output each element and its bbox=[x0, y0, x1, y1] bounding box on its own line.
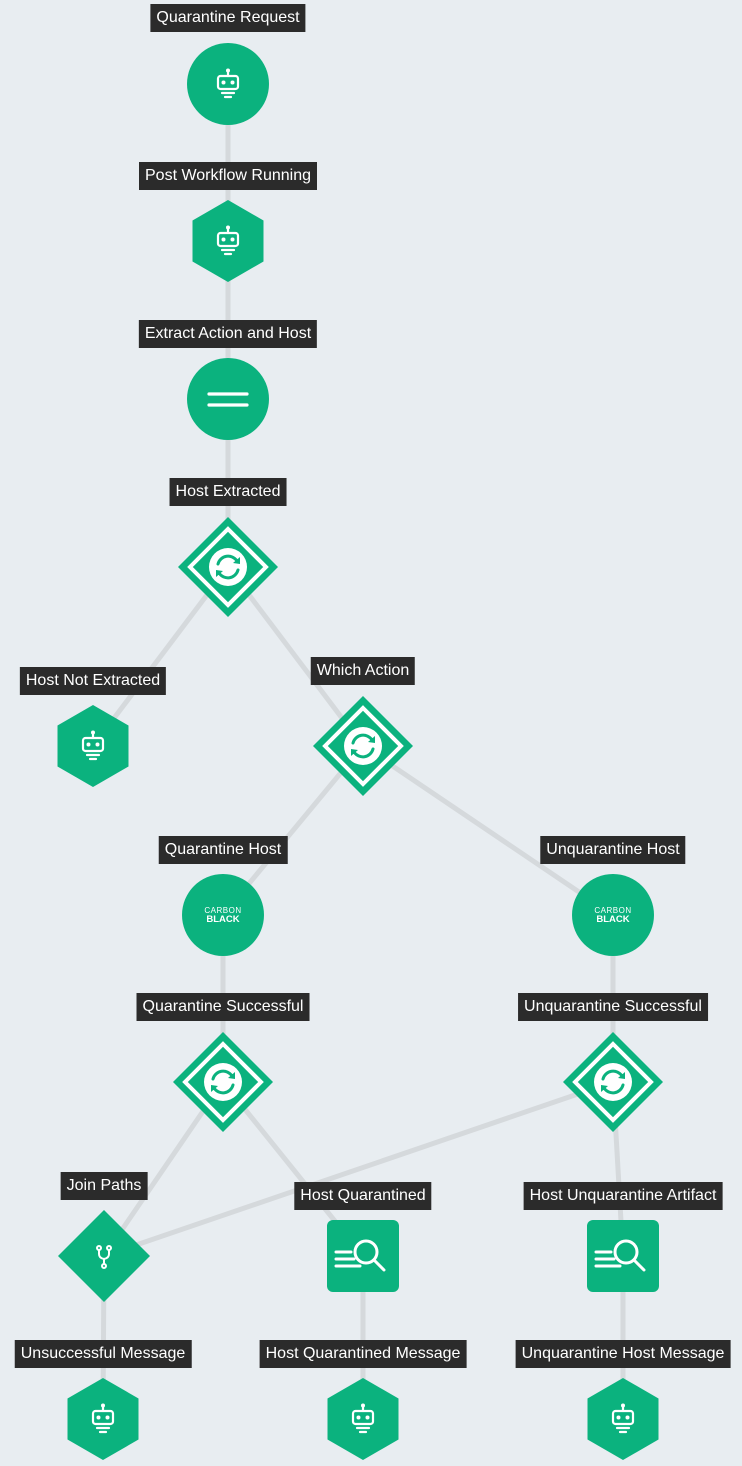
diamond-inner-outline bbox=[322, 705, 404, 787]
label-quarantine-request: Quarantine Request bbox=[150, 4, 306, 32]
node-unquarantine-host-message[interactable] bbox=[587, 1378, 659, 1460]
edge-which-action-to-unquarantine-host bbox=[360, 743, 616, 918]
robot-icon bbox=[351, 1403, 375, 1434]
node-shape bbox=[58, 1210, 150, 1302]
node-host-unquarantine-artifact[interactable] bbox=[587, 1220, 659, 1292]
label-join-paths: Join Paths bbox=[60, 1172, 148, 1200]
node-shape bbox=[187, 358, 269, 440]
refresh-icon bbox=[209, 548, 247, 586]
node-quarantine-request[interactable] bbox=[187, 43, 269, 125]
label-unquarantine-successful: Unquarantine Successful bbox=[518, 993, 708, 1021]
label-unquarantine-host-message: Unquarantine Host Message bbox=[515, 1340, 731, 1368]
diamond-inner-outline bbox=[182, 1041, 264, 1123]
edge-host-extracted-to-which-action bbox=[225, 564, 366, 749]
node-join-paths[interactable] bbox=[58, 1210, 150, 1302]
label-post-workflow-running: Post Workflow Running bbox=[139, 162, 317, 190]
edge-host-extracted-to-host-not-extracted bbox=[90, 564, 231, 749]
refresh-icon bbox=[344, 727, 382, 765]
carbon-logo-text-bottom: BLACK bbox=[596, 914, 629, 925]
diamond-inner-outline bbox=[572, 1041, 654, 1123]
label-quarantine-successful: Quarantine Successful bbox=[136, 993, 310, 1021]
carbon-logo-text-top: CARBON bbox=[594, 906, 631, 915]
node-shape bbox=[187, 43, 269, 125]
node-extract-action-and-host[interactable] bbox=[187, 358, 269, 440]
merge-icon bbox=[96, 1245, 112, 1269]
carbon-logo-text-top: CARBON bbox=[204, 906, 241, 915]
search-icon bbox=[334, 1239, 386, 1272]
node-shape bbox=[587, 1220, 659, 1292]
edge-unquarantine-successful-to-join-paths bbox=[101, 1079, 616, 1259]
node-shape bbox=[572, 874, 654, 956]
node-unquarantine-successful[interactable] bbox=[563, 1032, 663, 1132]
carbon-logo-text-bottom: BLACK bbox=[206, 914, 239, 925]
node-post-workflow-running[interactable] bbox=[192, 200, 264, 282]
search-icon bbox=[594, 1239, 646, 1272]
label-unquarantine-host: Unquarantine Host bbox=[540, 836, 686, 864]
node-shape bbox=[327, 1220, 399, 1292]
label-unsuccessful-message: Unsuccessful Message bbox=[14, 1340, 192, 1368]
label-host-quarantined-message: Host Quarantined Message bbox=[259, 1340, 467, 1368]
label-host-quarantined: Host Quarantined bbox=[294, 1182, 432, 1210]
node-shape bbox=[57, 705, 129, 787]
node-which-action[interactable] bbox=[313, 696, 413, 796]
node-unsuccessful-message[interactable] bbox=[67, 1378, 139, 1460]
robot-icon bbox=[216, 225, 240, 256]
robot-icon bbox=[611, 1403, 635, 1434]
node-host-quarantined-message[interactable] bbox=[327, 1378, 399, 1460]
label-which-action: Which Action bbox=[310, 657, 416, 685]
label-host-not-extracted: Host Not Extracted bbox=[19, 667, 167, 695]
label-host-extracted: Host Extracted bbox=[169, 478, 287, 506]
node-shape bbox=[327, 1378, 399, 1460]
node-shape bbox=[67, 1378, 139, 1460]
diamond-inner-outline bbox=[187, 526, 269, 608]
robot-icon bbox=[81, 730, 105, 761]
node-host-extracted[interactable] bbox=[178, 517, 278, 617]
node-host-quarantined[interactable] bbox=[327, 1220, 399, 1292]
node-shape bbox=[192, 200, 264, 282]
robot-icon bbox=[91, 1403, 115, 1434]
label-quarantine-host: Quarantine Host bbox=[158, 836, 288, 864]
label-host-unquarantine-artifact: Host Unquarantine Artifact bbox=[523, 1182, 723, 1210]
node-host-not-extracted[interactable] bbox=[57, 705, 129, 787]
robot-icon bbox=[216, 68, 240, 99]
node-shape bbox=[182, 874, 264, 956]
refresh-icon bbox=[594, 1063, 632, 1101]
node-quarantine-successful[interactable] bbox=[173, 1032, 273, 1132]
node-shape bbox=[587, 1378, 659, 1460]
equals-icon bbox=[207, 392, 249, 407]
refresh-icon bbox=[204, 1063, 242, 1101]
label-extract-action-and-host: Extract Action and Host bbox=[138, 320, 318, 348]
